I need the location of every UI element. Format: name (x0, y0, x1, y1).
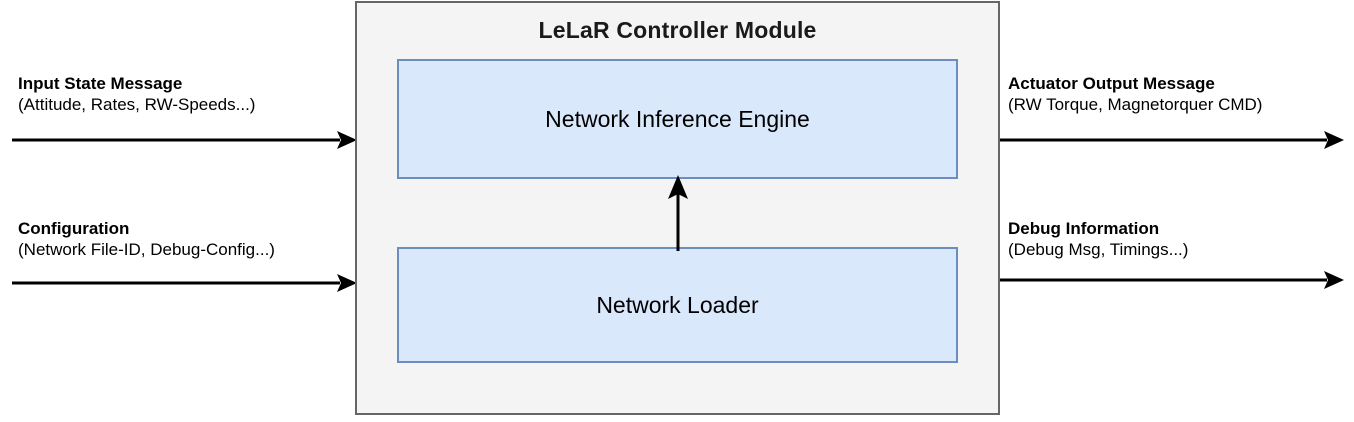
arrow-actuator-output-message (1000, 131, 1344, 149)
input-state-message-detail: (Attitude, Rates, RW-Speeds...) (18, 94, 256, 114)
arrow-loader-to-inference-engine (668, 175, 688, 251)
actuator-output-message-detail: (RW Torque, Magnetorquer CMD) (1008, 94, 1263, 114)
debug-information-title: Debug Information (1008, 219, 1160, 238)
arrow-debug-information (1000, 271, 1344, 289)
input-state-message-label: Input State Message (Attitude, Rates, RW… (18, 74, 255, 115)
debug-information-label: Debug Information (Debug Msg, Timings...… (1008, 219, 1188, 260)
module-title: LeLaR Controller Module (538, 17, 817, 43)
actuator-output-message-label: Actuator Output Message (RW Torque, Magn… (1008, 74, 1262, 115)
block-network-loader-label: Network Loader (596, 291, 759, 318)
block-network-inference-engine-label: Network Inference Engine (545, 105, 810, 132)
configuration-label: Configuration (Network File-ID, Debug-Co… (18, 219, 275, 260)
configuration-title: Configuration (18, 219, 130, 238)
block-network-inference-engine[interactable]: Network Inference Engine (397, 59, 958, 179)
actuator-output-message-title: Actuator Output Message (1008, 74, 1215, 93)
debug-information-detail: (Debug Msg, Timings...) (1008, 239, 1189, 259)
block-network-loader[interactable]: Network Loader (397, 247, 958, 363)
arrow-input-state-message (12, 131, 357, 149)
arrow-configuration (12, 274, 357, 292)
input-state-message-title: Input State Message (18, 74, 183, 93)
configuration-detail: (Network File-ID, Debug-Config...) (18, 239, 275, 259)
